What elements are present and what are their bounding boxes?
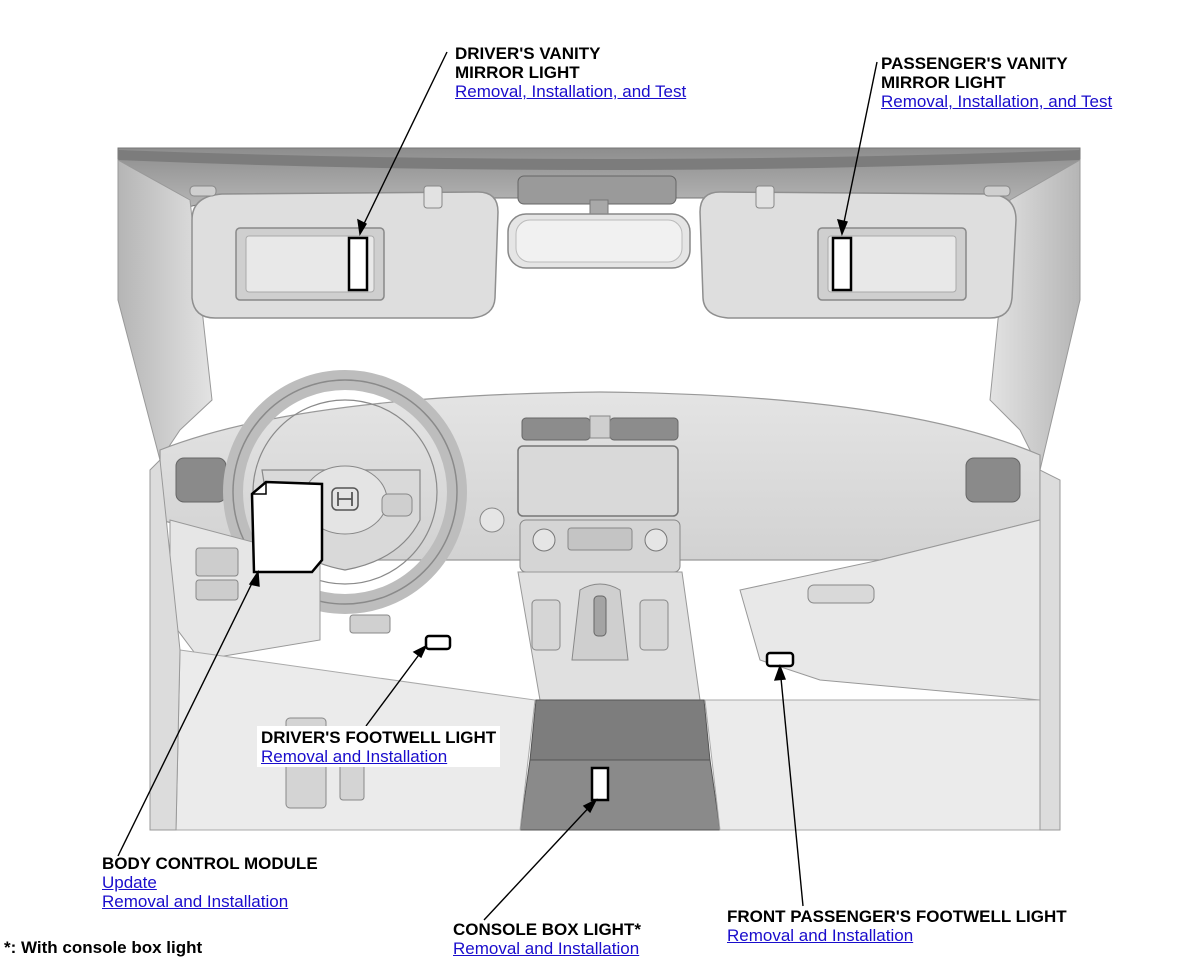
honda-logo-icon — [331, 487, 359, 511]
callout-title: BODY CONTROL MODULE — [102, 854, 318, 873]
console-box-light-marker — [590, 766, 610, 802]
footnote: *: With console box light — [4, 938, 203, 957]
removal-installation-link[interactable]: Removal and Installation — [261, 747, 448, 766]
callout-drivers-footwell-light: DRIVER'S FOOTWELL LIGHT Removal and Inst… — [257, 726, 501, 767]
removal-installation-link[interactable]: Removal and Installation — [102, 892, 289, 911]
callout-front-passengers-footwell-light: FRONT PASSENGER'S FOOTWELL LIGHT Removal… — [727, 907, 1067, 945]
callout-title: DRIVER'S FOOTWELL LIGHT — [261, 728, 497, 747]
left-a-pillar — [117, 159, 213, 462]
center-console — [517, 571, 721, 831]
passenger-sun-visor — [699, 185, 1017, 319]
callout-title: MIRROR LIGHT — [881, 73, 1006, 92]
callout-title: MIRROR LIGHT — [455, 63, 580, 82]
callout-drivers-vanity-mirror-light: DRIVER'S VANITY MIRROR LIGHT Removal, In… — [455, 44, 686, 101]
callout-title: CONSOLE BOX LIGHT* — [453, 920, 641, 939]
callout-title: FRONT PASSENGER'S FOOTWELL LIGHT — [727, 907, 1067, 926]
driver-sun-visor — [189, 185, 499, 319]
removal-installation-test-link[interactable]: Removal, Installation, and Test — [881, 92, 1113, 111]
removal-installation-link[interactable]: Removal and Installation — [727, 926, 914, 945]
driver-vanity-mirror-light-marker — [347, 236, 369, 292]
removal-installation-link[interactable]: Removal and Installation — [453, 939, 640, 958]
update-link[interactable]: Update — [102, 873, 157, 892]
callout-title: PASSENGER'S VANITY — [881, 54, 1068, 73]
drivers-footwell-light-marker — [424, 634, 452, 651]
callout-title: DRIVER'S VANITY — [455, 44, 601, 63]
callout-body-control-module: BODY CONTROL MODULE Update Removal and I… — [102, 854, 318, 911]
body-control-module-marker — [250, 480, 324, 574]
passenger-vanity-mirror-light-marker — [831, 236, 853, 292]
leader-lines — [117, 51, 878, 921]
callout-passengers-vanity-mirror-light: PASSENGER'S VANITY MIRROR LIGHT Removal,… — [881, 54, 1112, 111]
callout-console-box-light: CONSOLE BOX LIGHT* Removal and Installat… — [453, 920, 641, 958]
rear-view-mirror — [507, 175, 691, 269]
removal-installation-test-link[interactable]: Removal, Installation, and Test — [455, 82, 687, 101]
